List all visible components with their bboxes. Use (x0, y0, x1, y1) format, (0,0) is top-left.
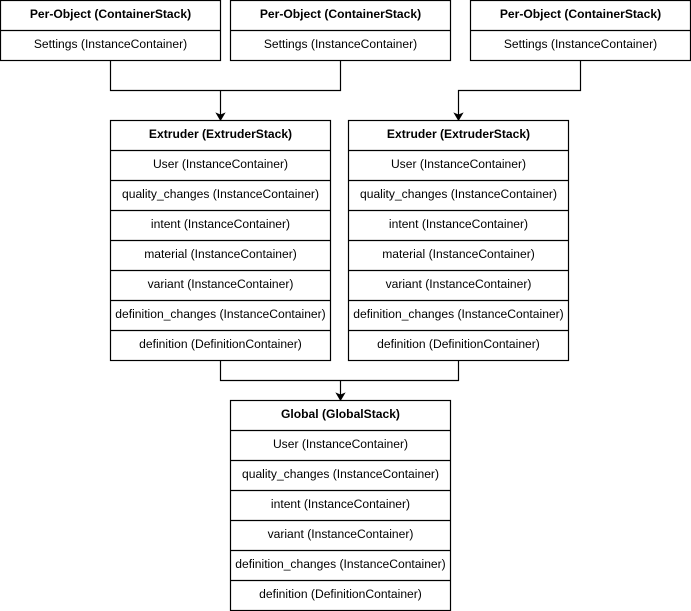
svg-text:definition_changes (InstanceCo: definition_changes (InstanceContainer) (235, 557, 445, 571)
svg-text:Extruder (ExtruderStack): Extruder (ExtruderStack) (149, 127, 292, 141)
svg-text:Per-Object (ContainerStack): Per-Object (ContainerStack) (260, 7, 421, 21)
svg-text:variant (InstanceContainer): variant (InstanceContainer) (148, 277, 294, 291)
svg-text:definition (DefinitionContaine: definition (DefinitionContainer) (377, 337, 540, 351)
svg-text:Settings (InstanceContainer): Settings (InstanceContainer) (34, 37, 187, 51)
svg-text:Per-Object (ContainerStack): Per-Object (ContainerStack) (30, 7, 191, 21)
svg-text:definition (DefinitionContaine: definition (DefinitionContainer) (259, 587, 422, 601)
svg-text:User (InstanceContainer): User (InstanceContainer) (153, 157, 288, 171)
svg-text:quality_changes (InstanceConta: quality_changes (InstanceContainer) (122, 187, 319, 201)
svg-text:User (InstanceContainer): User (InstanceContainer) (273, 437, 408, 451)
svg-text:Per-Object (ContainerStack): Per-Object (ContainerStack) (500, 7, 661, 21)
svg-text:quality_changes (InstanceConta: quality_changes (InstanceContainer) (360, 187, 557, 201)
svg-text:material (InstanceContainer): material (InstanceContainer) (144, 247, 297, 261)
svg-text:definition (DefinitionContaine: definition (DefinitionContainer) (139, 337, 302, 351)
svg-text:variant (InstanceContainer): variant (InstanceContainer) (268, 527, 414, 541)
svg-text:intent (InstanceContainer): intent (InstanceContainer) (151, 217, 290, 231)
svg-text:intent (InstanceContainer): intent (InstanceContainer) (271, 497, 410, 511)
svg-text:Settings (InstanceContainer): Settings (InstanceContainer) (264, 37, 417, 51)
svg-text:User (InstanceContainer): User (InstanceContainer) (391, 157, 526, 171)
svg-text:definition_changes (InstanceCo: definition_changes (InstanceContainer) (115, 307, 325, 321)
svg-text:definition_changes (InstanceCo: definition_changes (InstanceContainer) (353, 307, 563, 321)
svg-text:Extruder (ExtruderStack): Extruder (ExtruderStack) (387, 127, 530, 141)
svg-text:intent (InstanceContainer): intent (InstanceContainer) (389, 217, 528, 231)
svg-text:variant (InstanceContainer): variant (InstanceContainer) (386, 277, 532, 291)
svg-text:quality_changes (InstanceConta: quality_changes (InstanceContainer) (242, 467, 439, 481)
svg-text:Global (GlobalStack): Global (GlobalStack) (281, 407, 400, 421)
svg-text:Settings (InstanceContainer): Settings (InstanceContainer) (504, 37, 657, 51)
svg-text:material (InstanceContainer): material (InstanceContainer) (382, 247, 535, 261)
